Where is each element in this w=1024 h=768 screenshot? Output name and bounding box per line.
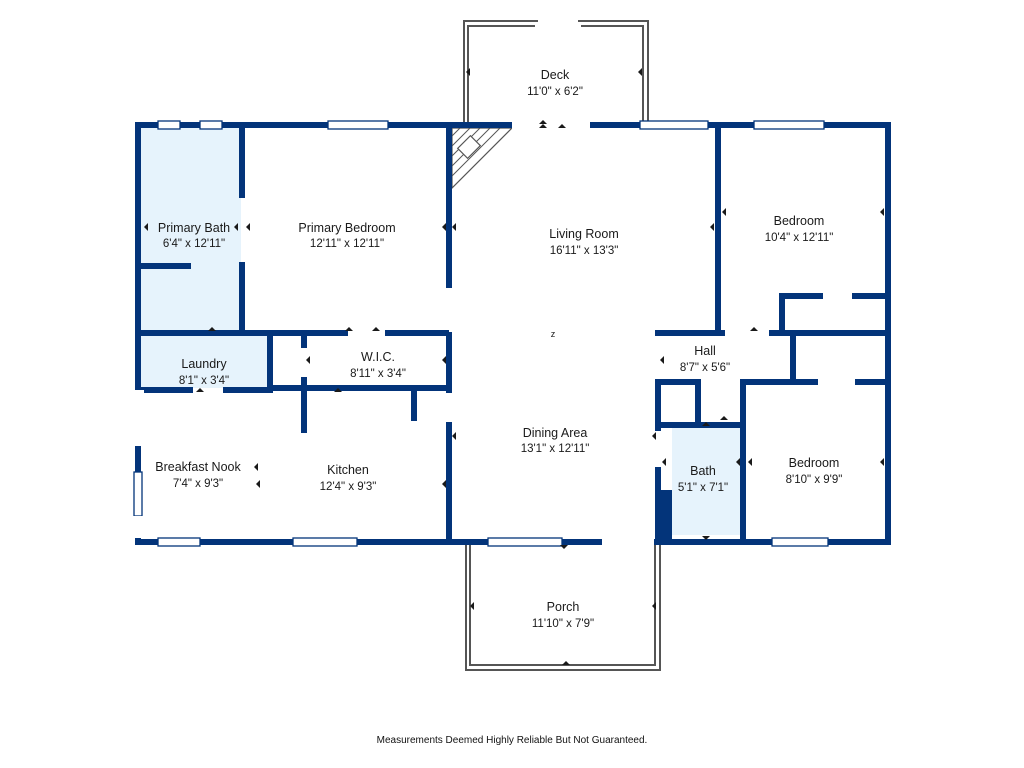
- bedroom-2-name: Bedroom: [789, 456, 840, 470]
- deck-outline: [463, 20, 649, 122]
- breakfast-nook-name: Breakfast Nook: [155, 460, 241, 474]
- breakfast-nook-dims: 7'4" x 9'3": [173, 478, 223, 490]
- deck-name: Deck: [541, 68, 570, 82]
- measurement-disclaimer: Measurements Deemed Highly Reliable But …: [376, 735, 648, 746]
- kitchen-name: Kitchen: [327, 463, 369, 477]
- living-room-dims: 16'11" x 13'3": [550, 245, 619, 257]
- living-room-name: Living Room: [549, 227, 618, 241]
- room-labels: Deck 11'0" x 6'2" Primary Bath 6'4" x 12…: [155, 68, 842, 630]
- bath-dims: 5'1" x 7'1": [678, 482, 728, 494]
- laundry-floor: [141, 336, 267, 388]
- door-markers: [144, 68, 884, 665]
- primary-bedroom-name: Primary Bedroom: [298, 221, 395, 235]
- hall-dims: 8'7" x 5'6": [680, 362, 730, 374]
- door-openings: [132, 119, 654, 548]
- deck-dims: 11'0" x 6'2": [527, 86, 583, 98]
- kitchen-dims: 12'4" x 9'3": [320, 481, 377, 493]
- windows: [133, 120, 829, 547]
- wic-dims: 8'11" x 3'4": [350, 368, 406, 380]
- bath-name: Bath: [690, 464, 716, 478]
- primary-bath-dims: 6'4" x 12'11": [163, 238, 225, 250]
- north-marker: z: [551, 329, 556, 339]
- walls: [135, 122, 891, 545]
- laundry-dims: 8'1" x 3'4": [179, 375, 229, 387]
- laundry-name: Laundry: [181, 357, 227, 371]
- porch-dims: 11'10" x 7'9": [532, 618, 594, 630]
- bedroom-2-dims: 8'10" x 9'9": [786, 474, 843, 486]
- hall-name: Hall: [694, 344, 716, 358]
- fireplace-icon: [451, 127, 514, 190]
- wic-name: W.I.C.: [361, 350, 395, 364]
- bath-floor: [672, 428, 740, 535]
- dining-area-dims: 13'1" x 12'11": [521, 443, 590, 455]
- bath-wall-block: [655, 490, 672, 542]
- primary-bath-floor: [141, 128, 241, 330]
- primary-bedroom-dims: 12'11" x 12'11": [310, 238, 384, 250]
- bedroom-1-dims: 10'4" x 12'11": [765, 232, 834, 244]
- primary-bath-name: Primary Bath: [158, 221, 230, 235]
- dining-area-name: Dining Area: [523, 426, 588, 440]
- porch-name: Porch: [547, 600, 580, 614]
- bedroom-1-name: Bedroom: [774, 214, 825, 228]
